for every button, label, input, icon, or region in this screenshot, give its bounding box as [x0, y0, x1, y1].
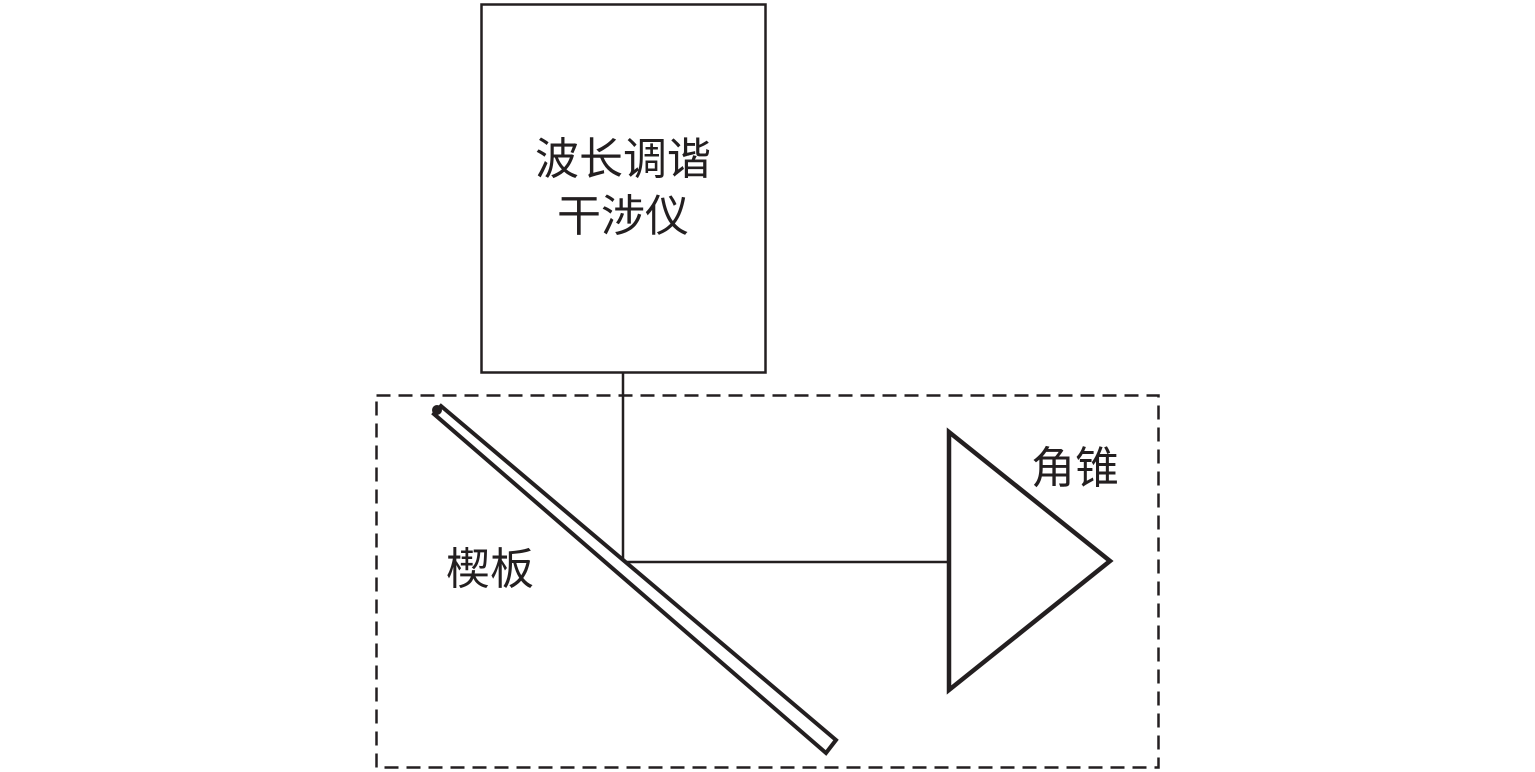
dashed-enclosure	[375, 394, 1160, 769]
interferometer-label-line2: 干涉仪	[557, 191, 689, 242]
interferometer-box	[480, 3, 767, 374]
interferometer-label-line1: 波长调谐	[535, 134, 711, 185]
corner-cube-label: 角锥	[1031, 443, 1119, 494]
wedge-plate-end-dot	[432, 405, 442, 415]
corner-cube	[946, 427, 1114, 695]
wedge-plate-label: 楔板	[446, 544, 534, 595]
